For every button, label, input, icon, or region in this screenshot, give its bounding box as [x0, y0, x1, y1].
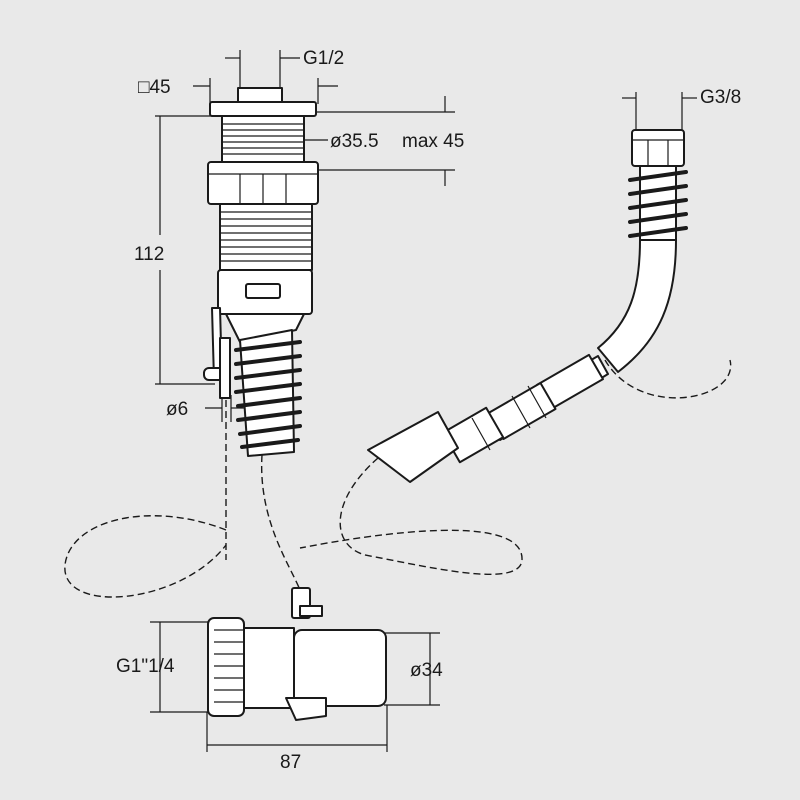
hidden-lines	[64, 359, 732, 598]
shaft-diameter-label: ø35.5	[330, 131, 379, 152]
top-thread-label: G1/2	[303, 48, 344, 69]
rod-diameter-label: ø6	[166, 399, 188, 420]
connection-hose	[367, 129, 688, 483]
height-label: 112	[134, 244, 164, 265]
waste-outlet-body	[207, 587, 387, 721]
waste-thread-label: G1"1/4	[116, 656, 175, 677]
max-thickness-label: max 45	[402, 131, 464, 152]
dimension-labels: □45 G1/2 ø35.5 max 45 112 ø6 G3/8 G1"1/4…	[116, 48, 741, 773]
hose-thread-label: G3/8	[700, 87, 741, 108]
square-size-label: □45	[138, 77, 171, 98]
body-length-label: 87	[280, 752, 301, 773]
outlet-diameter-label: ø34	[410, 660, 443, 681]
push-button-valve	[203, 87, 319, 457]
